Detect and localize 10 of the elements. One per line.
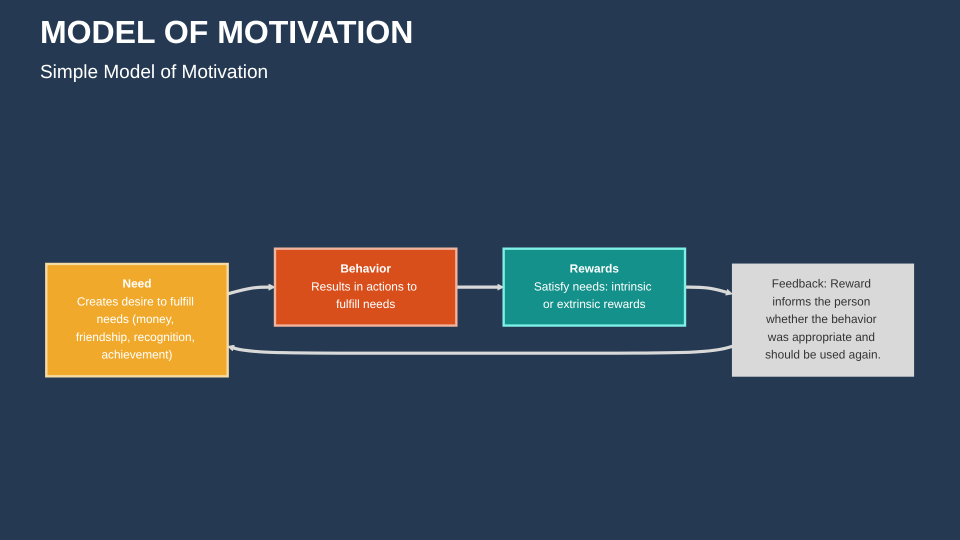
arrow <box>227 284 276 296</box>
subtitle: Simple Model of Motivation <box>40 62 268 84</box>
node-box: Need Creates desire to fulfill needs (money, friendship, recognition, achievement) <box>45 262 229 378</box>
arrow <box>685 286 733 296</box>
arrow <box>227 344 733 355</box>
node-box: Feedback: Reward informs the person whether the behavior was appropriate and should be used again. <box>732 264 914 377</box>
title: MODEL OF MOTIVATION <box>40 14 414 51</box>
arrow <box>456 284 504 291</box>
node-box: Behavior Results in actions to fulfill needs <box>274 248 458 327</box>
node-box: Rewards Satisfy needs: intrinsic or extrinsic rewards <box>502 248 686 327</box>
